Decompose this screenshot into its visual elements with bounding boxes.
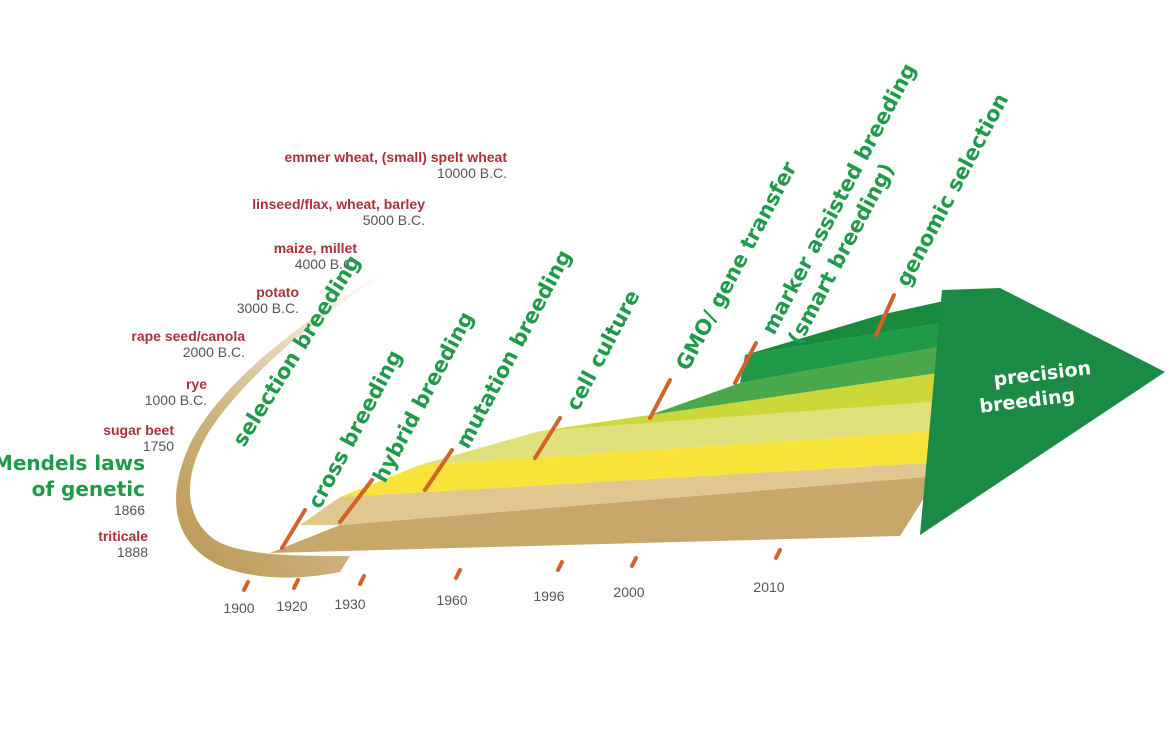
mendel-line1: Mendels laws [0, 451, 145, 475]
mendel-label: Mendels laws of genetic 1866 [0, 451, 145, 518]
band-gmo [650, 342, 966, 415]
method-cell-culture: cell culture [561, 286, 644, 414]
band-hybrid [340, 430, 952, 497]
crop-date: 5000 B.C. [363, 212, 425, 228]
crop-name: triticale [98, 528, 148, 544]
crop-labels: emmer wheat, (small) spelt wheat 10000 B… [98, 149, 507, 560]
crop-name: emmer wheat, (small) spelt wheat [284, 149, 507, 165]
year-label: 2000 [613, 584, 644, 600]
crop-name: potato [256, 284, 299, 300]
year-label: 2010 [753, 579, 784, 595]
band-cross [300, 462, 945, 525]
crop-date: 1000 B.C. [145, 392, 207, 408]
mendel-line2: of genetic [32, 477, 145, 501]
timeline-bands [270, 292, 985, 553]
crop-name: linseed/flax, wheat, barley [252, 196, 425, 212]
mendel-year: 1866 [114, 502, 145, 518]
year-label: 1900 [223, 600, 254, 616]
method-ticks [280, 293, 896, 550]
year-label: 1960 [436, 592, 467, 608]
crop-name: rape seed/canola [131, 328, 245, 344]
year-ticks [242, 548, 782, 592]
year-label: 1996 [533, 588, 564, 604]
crop-name: maize, millet [274, 240, 358, 256]
crop-name: rye [186, 376, 207, 392]
crop-date: 4000 B.C. [295, 256, 357, 272]
band-mas [740, 318, 972, 383]
band-base [270, 476, 938, 553]
crop-date: 3000 B.C. [237, 300, 299, 316]
band-genomic [745, 292, 985, 355]
method-selection-breeding: selection breeding [228, 251, 365, 451]
year-label: 1920 [276, 598, 307, 614]
year-labels: 1900 1920 1930 1960 1996 2000 2010 [223, 579, 784, 616]
domestication-curve [176, 252, 420, 578]
crop-date: 1750 [143, 438, 174, 454]
crop-date: 10000 B.C. [437, 165, 507, 181]
band-cell [540, 370, 958, 431]
crop-name: sugar beet [103, 422, 174, 438]
year-label: 1930 [334, 596, 365, 612]
crop-date: 2000 B.C. [183, 344, 245, 360]
crop-date: 1888 [117, 544, 148, 560]
method-gmo-gene-transfer: GMO/ gene transfer [671, 157, 802, 374]
method-genomic-selection: genomic selection [891, 89, 1013, 290]
band-mutation [420, 400, 958, 465]
precision-breeding-arrow [920, 288, 1165, 535]
